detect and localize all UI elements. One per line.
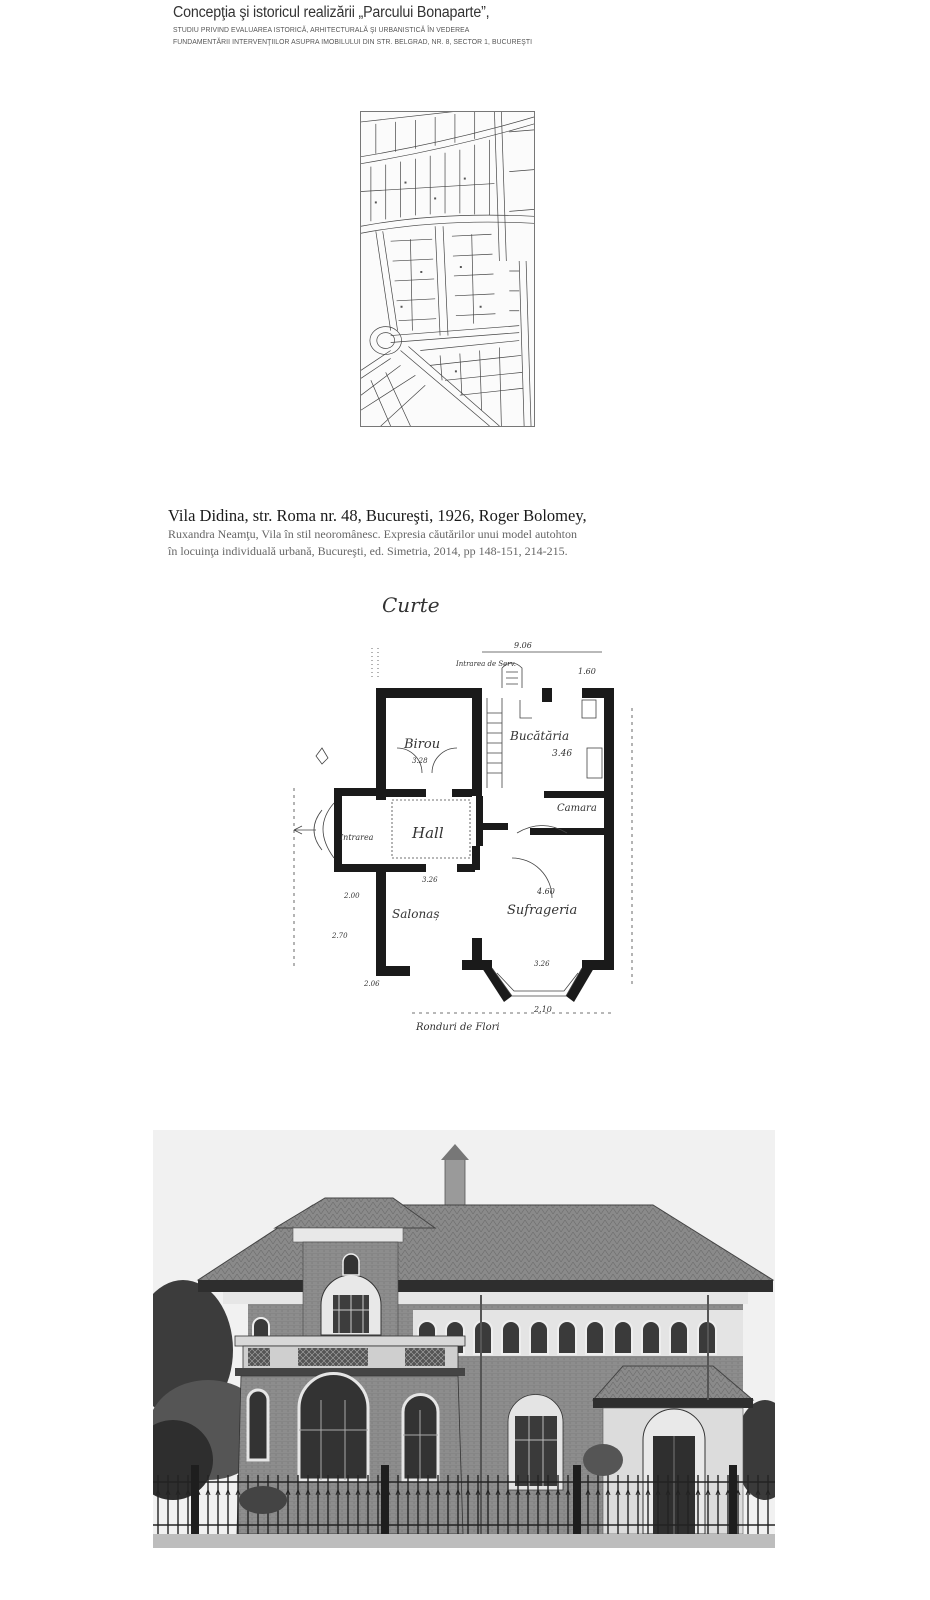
plan-birou-area: 3.28 [412,757,428,765]
plan-label-curte: Curte [382,593,440,617]
header-title: Concepţia şi istoricul realizării „Parcu… [173,4,490,21]
plan-dim-left-3: 2.06 [363,980,380,988]
plan-label-sufragerie: Sufrageria [507,903,577,918]
plan-label-intrare: Intrarea [339,833,374,842]
cadastral-map-image [360,111,535,427]
plan-dim-top: 9.06 [514,641,532,650]
plan-label-birou: Birou [403,737,440,752]
plan-dim-left-1: 2.00 [343,892,360,900]
header-subtitle-line1: STUDIU PRIVIND EVALUAREA ISTORICĂ, ARHIT… [173,25,470,34]
header-subtitle-line2: FUNDAMENTĂRII INTERVENŢIILOR ASUPRA IMOB… [173,37,533,46]
plan-dim-left-2: 2.70 [331,932,348,940]
plan-label-intrarea-serviciu: Intrarea de Serv. [455,660,516,668]
plan-dim-bottom: 2.10 [533,1005,552,1014]
plan-label-bucatarie: Bucătăria [509,729,569,743]
caption-title: Vila Didina, str. Roma nr. 48, Bucureşti… [168,506,587,525]
figure-caption: Vila Didina, str. Roma nr. 48, Bucureşti… [168,506,728,560]
cadastral-map-drawing [361,112,534,426]
plan-salonas-area: 3.26 [422,876,438,884]
caption-reference-line1: Ruxandra Neamţu, Vila în stil neoromânes… [168,527,577,541]
villa-photograph [153,1130,775,1548]
plan-dim-right: 1.60 [578,667,596,676]
page-header: Concepţia şi istoricul realizării „Parcu… [173,4,563,48]
plan-bucatarie-area: 3.46 [552,749,572,759]
plan-sufragerie-area-2: 3.26 [534,960,550,968]
plan-label-ronduri: Ronduri de Flori [415,1022,500,1033]
plan-label-camara: Camara [557,803,597,814]
plan-sufragerie-area: 4.60 [536,887,555,896]
caption-reference-line2: în locuinţa individuală urbană, Bucureşt… [168,544,568,558]
plan-label-hall: Hall [411,824,444,842]
villa-photo-drawing [153,1130,775,1548]
floor-plan-image: Curte [282,588,652,1038]
floor-plan-drawing: Curte [293,593,633,1033]
plan-label-salonas: Salonaș [392,907,439,921]
